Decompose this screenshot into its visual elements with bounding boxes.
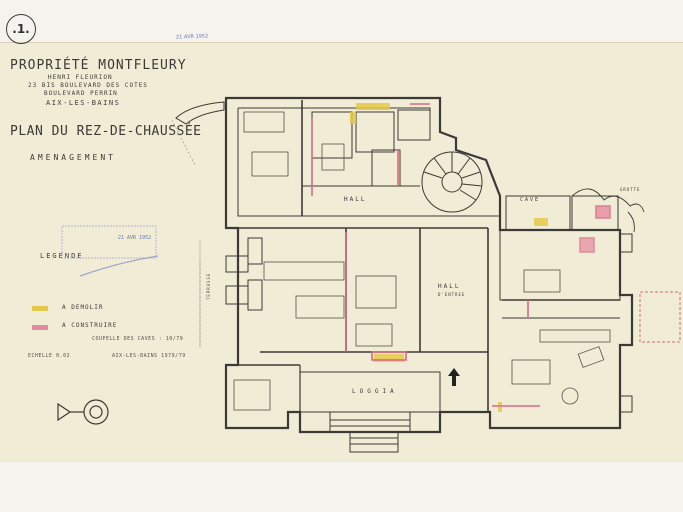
- place-date-label: AIX-LES-BAINS 1979/79: [112, 353, 186, 359]
- city-name: AIX-LES-BAINS: [46, 99, 121, 107]
- garden-outline: [571, 188, 645, 233]
- legend-heading: LEGENDE: [40, 252, 84, 260]
- received-stamp-date: 21 AVR 1952: [118, 235, 151, 241]
- staircase: [421, 151, 483, 213]
- sheet-number: .1.: [6, 14, 36, 44]
- footer-note: COUPELLE DES CAVES : 10/79: [92, 336, 184, 342]
- loggia: [299, 371, 441, 453]
- owner-name: HENRI FLEURION: [48, 74, 113, 81]
- room-label-hall-upper: HALL: [344, 196, 366, 203]
- address-line-2: BOULEVARD PERRIN: [44, 90, 118, 97]
- construct-marks: [311, 103, 681, 407]
- room-label-loggia: LOGGIA: [352, 388, 398, 395]
- plan-subtitle: AMENAGEMENT: [30, 153, 116, 162]
- legend-label-construct: A CONSTRUIRE: [62, 322, 118, 329]
- terrace-label: TERRASSE: [206, 273, 211, 300]
- legend-swatch-construct: [32, 325, 48, 330]
- furniture: [233, 111, 611, 411]
- demolish-marks: [350, 103, 548, 412]
- scale-label: ECHELLE 0.02: [28, 353, 71, 359]
- room-label-hall-entrance: HALL: [438, 283, 460, 290]
- room-label-cave: CAVE: [520, 197, 540, 203]
- scan-top-margin: [0, 0, 683, 42]
- entrance-arrow-icon: [448, 368, 460, 386]
- scan-bottom-margin: [0, 462, 683, 512]
- received-stamp: 21 AVR 1952: [61, 225, 159, 277]
- property-title: PROPRIÉTÉ MONTFLEURY: [10, 58, 187, 73]
- address-line-1: 23 BIS BOULEVARD DES COTES: [28, 82, 148, 89]
- legend-label-demolish: A DEMOLIR: [62, 304, 104, 311]
- north-arrow-icon: [57, 399, 109, 425]
- plan-title: PLAN DU REZ-DE-CHAUSSÉE: [10, 124, 202, 139]
- building-walls: [224, 96, 634, 434]
- bay-windows: [225, 233, 633, 413]
- legend-swatch-demolish: [32, 306, 48, 311]
- room-label-hall-entrance-sub: D'ENTREE: [438, 292, 465, 297]
- room-label-grotte: GROTTE: [620, 187, 640, 192]
